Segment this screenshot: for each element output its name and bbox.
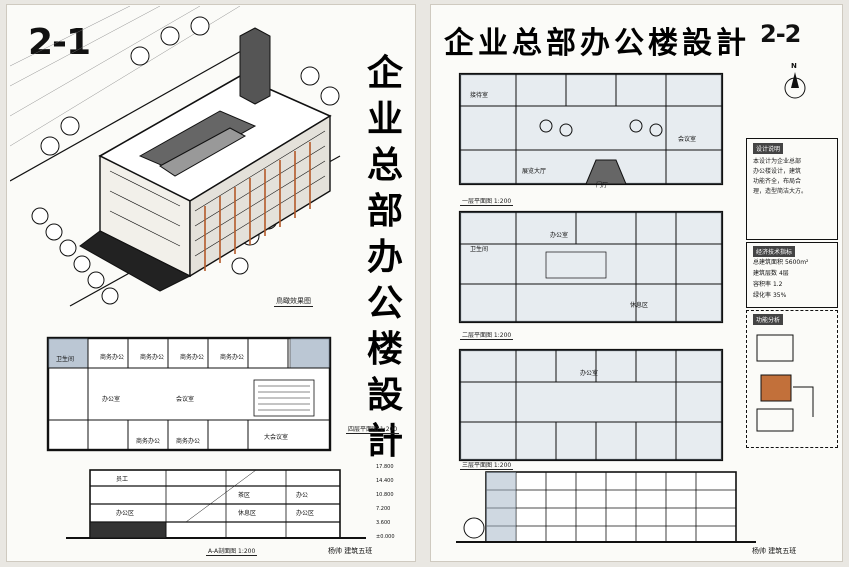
section-room-label: 茶区 — [238, 492, 251, 499]
north-mark: N — [791, 62, 797, 70]
plan-room-label: 商务办公 — [140, 354, 165, 361]
analysis-header: 功能分析 — [753, 314, 784, 325]
title-char: 总 — [366, 144, 403, 186]
tech-indicators-header: 经济技术指标 — [753, 246, 796, 257]
plan-room-label: 会议室 — [176, 396, 195, 403]
north-arrow-icon — [784, 72, 806, 99]
vertical-title: 企 业 总 部 办 公 楼 設 計 — [364, 50, 406, 464]
plan-room-label: 商务办公 — [100, 354, 125, 361]
title-char: 业 — [366, 98, 403, 140]
stat-row: 总建筑面积 5600m² — [753, 259, 809, 266]
left-sheet: 2-1 — [6, 4, 416, 562]
stats-list: 总建筑面积 5600m² 建筑层数 4层 容积率 1.2 绿化率 35% — [753, 257, 833, 301]
stat-row: 建筑层数 4层 — [753, 270, 789, 277]
plan-room-label: 商务办公 — [180, 354, 205, 361]
plan-2-label: 二层平面图 1:200 — [460, 332, 514, 340]
section-room-label: 办公 — [296, 492, 309, 499]
analysis-panel: 功能分析 — [746, 310, 838, 448]
plan-room-label: 卫生间 — [56, 356, 75, 363]
floor-plan-drawing — [46, 336, 332, 452]
plan-3-label: 三层平面图 1:200 — [460, 462, 514, 470]
design-notes-header: 设计说明 — [753, 143, 784, 154]
tech-indicators-panel: 经济技术指标 总建筑面积 5600m² 建筑层数 4层 容积率 1.2 绿化率 … — [746, 242, 838, 308]
section-room-label: 休息区 — [238, 510, 257, 517]
plan-room-label: 办公室 — [550, 232, 569, 239]
floor-plans-drawing — [458, 72, 724, 462]
plan-room-label: 会议室 — [678, 136, 697, 143]
right-sheet: 企业总部办公楼設計 2-2 N 展览大厅 门厅 接待室 会议室 办公 — [430, 4, 843, 562]
level-mark: 10.800 — [376, 492, 394, 498]
analysis-diagram — [756, 334, 814, 432]
plan-room-label: 商务办公 — [136, 438, 161, 445]
section-room-label: 办公区 — [116, 510, 135, 517]
stat-row: 绿化率 35% — [753, 292, 787, 299]
section-room-label: 员工 — [116, 476, 129, 483]
horizontal-title: 企业总部办公楼設計 — [444, 26, 750, 61]
level-mark: 17.800 — [376, 464, 394, 470]
signature: 杨帅 建筑五班 — [752, 547, 797, 555]
elevation-drawing — [456, 471, 756, 543]
title-char: 公 — [366, 282, 403, 324]
plan-room-label: 展览大厅 — [522, 168, 547, 175]
level-mark: 3.600 — [376, 520, 391, 526]
level-mark: 7.200 — [376, 506, 391, 512]
title-char: 部 — [366, 190, 403, 232]
plan-room-label: 商务办公 — [176, 438, 201, 445]
plan-room-label: 大会议室 — [264, 434, 289, 441]
signature: 杨帅 建筑五班 — [328, 547, 373, 555]
design-notes-panel: 设计说明 本设计为企业总部 办公楼设计，建筑 功能齐全，布局合 理，造型简洁大方… — [746, 138, 838, 240]
plan-room-label: 门厅 — [596, 182, 609, 189]
design-notes-text: 本设计为企业总部 办公楼设计，建筑 功能齐全，布局合 理，造型简洁大方。 — [753, 158, 808, 195]
plan-room-label: 办公室 — [580, 370, 599, 377]
plan-room-label: 商务办公 — [220, 354, 245, 361]
section-drawing — [66, 469, 366, 539]
aerial-view-label: 鳥瞰效果图 — [274, 297, 313, 307]
plan-label: 四层平面图 1:200 — [346, 426, 400, 434]
plan-room-label: 办公室 — [102, 396, 121, 403]
plan-room-label: 卫生间 — [470, 246, 489, 253]
sheet-number: 2-1 — [28, 22, 91, 63]
title-char: 計 — [366, 420, 403, 462]
title-char: 办 — [366, 236, 403, 278]
aerial-view-drawing — [10, 6, 341, 307]
sheet-number: 2-2 — [760, 20, 801, 48]
stat-row: 容积率 1.2 — [753, 281, 783, 288]
title-char: 設 — [366, 374, 403, 416]
title-char: 楼 — [366, 328, 403, 370]
section-room-label: 办公区 — [296, 510, 315, 517]
plan-room-label: 休息区 — [630, 302, 649, 309]
level-mark: ±0.000 — [376, 534, 395, 540]
level-mark: 14.400 — [376, 478, 394, 484]
plan-1-label: 一层平面图 1:200 — [460, 198, 514, 206]
plan-room-label: 接待室 — [470, 92, 489, 99]
title-char: 企 — [366, 52, 403, 94]
section-label: A-A剖面图 1:200 — [206, 548, 258, 556]
